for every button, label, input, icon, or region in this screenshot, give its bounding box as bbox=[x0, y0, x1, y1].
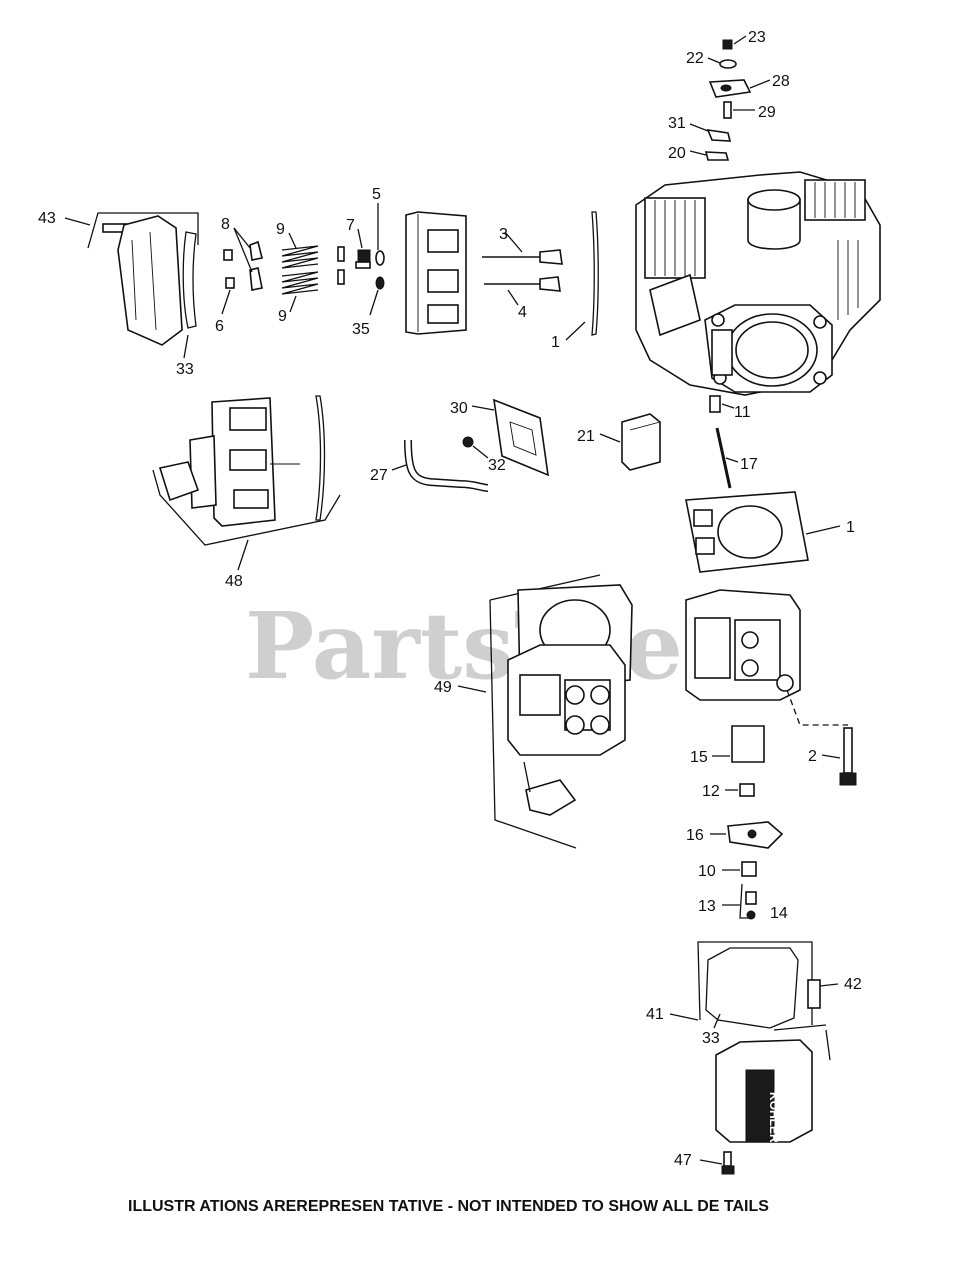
callout-9-upper: 9 bbox=[276, 221, 285, 238]
callout-29: 29 bbox=[758, 104, 776, 121]
callout-27: 27 bbox=[370, 467, 388, 484]
part-28-rocker-bridge bbox=[708, 79, 771, 98]
callout-28: 28 bbox=[772, 73, 790, 90]
part-9-valve-springs bbox=[281, 232, 319, 313]
part-21-block bbox=[599, 413, 661, 471]
part-15-plate bbox=[712, 725, 765, 763]
part-4-exhaust-valve bbox=[484, 276, 561, 306]
part-48-cylinder-head-assembly bbox=[152, 395, 341, 571]
callout-33-upper: 33 bbox=[176, 361, 194, 378]
part-7-rotator bbox=[355, 228, 371, 269]
callout-30: 30 bbox=[450, 400, 468, 417]
callout-32: 32 bbox=[488, 457, 506, 474]
callout-16: 16 bbox=[686, 827, 704, 844]
callout-8: 8 bbox=[221, 216, 230, 233]
callout-49: 49 bbox=[434, 679, 452, 696]
part-29-stud bbox=[723, 101, 755, 119]
part-3-intake-valve bbox=[482, 231, 563, 265]
part-33-cover-gasket bbox=[182, 231, 197, 359]
cylinder-head-right bbox=[685, 589, 848, 726]
part-11-tappet bbox=[709, 395, 735, 413]
part-10-pivot bbox=[722, 861, 757, 877]
part-6-valve-seals bbox=[221, 249, 235, 315]
engine-crankcase-block bbox=[635, 171, 881, 396]
svg-text:KOHLER: KOHLER bbox=[767, 1092, 781, 1143]
part-32-bolt bbox=[462, 436, 489, 459]
callout-1-upper: 1 bbox=[551, 334, 560, 351]
part-5-retainer bbox=[375, 203, 385, 266]
callout-47: 47 bbox=[674, 1152, 692, 1169]
callout-23: 23 bbox=[748, 29, 766, 46]
callout-7: 7 bbox=[346, 217, 355, 234]
callout-17: 17 bbox=[740, 456, 758, 473]
part-16-rocker-arm bbox=[710, 821, 784, 849]
callout-3: 3 bbox=[499, 226, 508, 243]
part-43-valve-cover-assembly bbox=[64, 212, 199, 346]
callout-15: 15 bbox=[690, 749, 708, 766]
callout-31: 31 bbox=[668, 115, 686, 132]
callout-14: 14 bbox=[770, 905, 788, 922]
part-2-head-bolt bbox=[821, 727, 857, 786]
part-22-washer bbox=[707, 57, 737, 69]
part-30-cover-plate bbox=[471, 398, 549, 477]
part-23-bolt bbox=[722, 35, 747, 50]
callout-41: 41 bbox=[646, 1006, 664, 1023]
callout-4: 4 bbox=[518, 304, 527, 321]
callout-22: 22 bbox=[686, 50, 704, 67]
callout-13: 13 bbox=[698, 898, 716, 915]
callout-1-lower: 1 bbox=[846, 519, 855, 536]
part-33-valve-cover-gasket bbox=[705, 947, 799, 1029]
part-31-guide-plate bbox=[689, 123, 732, 142]
callout-2: 2 bbox=[808, 748, 817, 765]
footer-disclaimer: ILLUSTR ATIONS AREREPRESEN TATIVE - NOT … bbox=[128, 1198, 769, 1215]
callout-48: 48 bbox=[225, 573, 243, 590]
part-17-pushrod bbox=[715, 427, 739, 489]
part-27-breather-hose bbox=[391, 439, 489, 492]
callout-11: 11 bbox=[734, 404, 751, 421]
part-8-valve-keepers bbox=[233, 227, 263, 291]
callout-10: 10 bbox=[698, 863, 716, 880]
part-42-breather bbox=[807, 979, 839, 1009]
callout-21: 21 bbox=[577, 428, 595, 445]
part-14-screw bbox=[746, 910, 756, 920]
valve-cover: KOHLER bbox=[715, 1039, 813, 1143]
part-12-stud bbox=[725, 783, 755, 797]
callout-33-lower: 33 bbox=[702, 1030, 720, 1047]
callout-42: 42 bbox=[844, 976, 862, 993]
part-1-head-gasket-edge bbox=[565, 211, 599, 341]
callout-12: 12 bbox=[702, 783, 720, 800]
callout-6: 6 bbox=[215, 318, 224, 335]
part-20-guide-plate bbox=[689, 150, 730, 161]
callout-labels: 23 22 28 29 31 20 43 8 9 7 5 3 6 9 35 4 … bbox=[38, 29, 862, 1169]
part-1-head-gasket bbox=[685, 491, 841, 573]
valve-guides bbox=[337, 246, 345, 285]
watermark: PartsTree bbox=[245, 592, 741, 700]
callout-43: 43 bbox=[38, 210, 56, 227]
part-47-screw bbox=[699, 1151, 735, 1175]
part-49-cylinder-head-assembly bbox=[457, 574, 633, 849]
callout-35: 35 bbox=[352, 321, 370, 338]
callout-20: 20 bbox=[668, 145, 686, 162]
callout-9-lower: 9 bbox=[278, 308, 287, 325]
cylinder-head-side-view bbox=[405, 211, 467, 335]
callout-5: 5 bbox=[372, 186, 381, 203]
part-35-retainer bbox=[369, 276, 385, 316]
